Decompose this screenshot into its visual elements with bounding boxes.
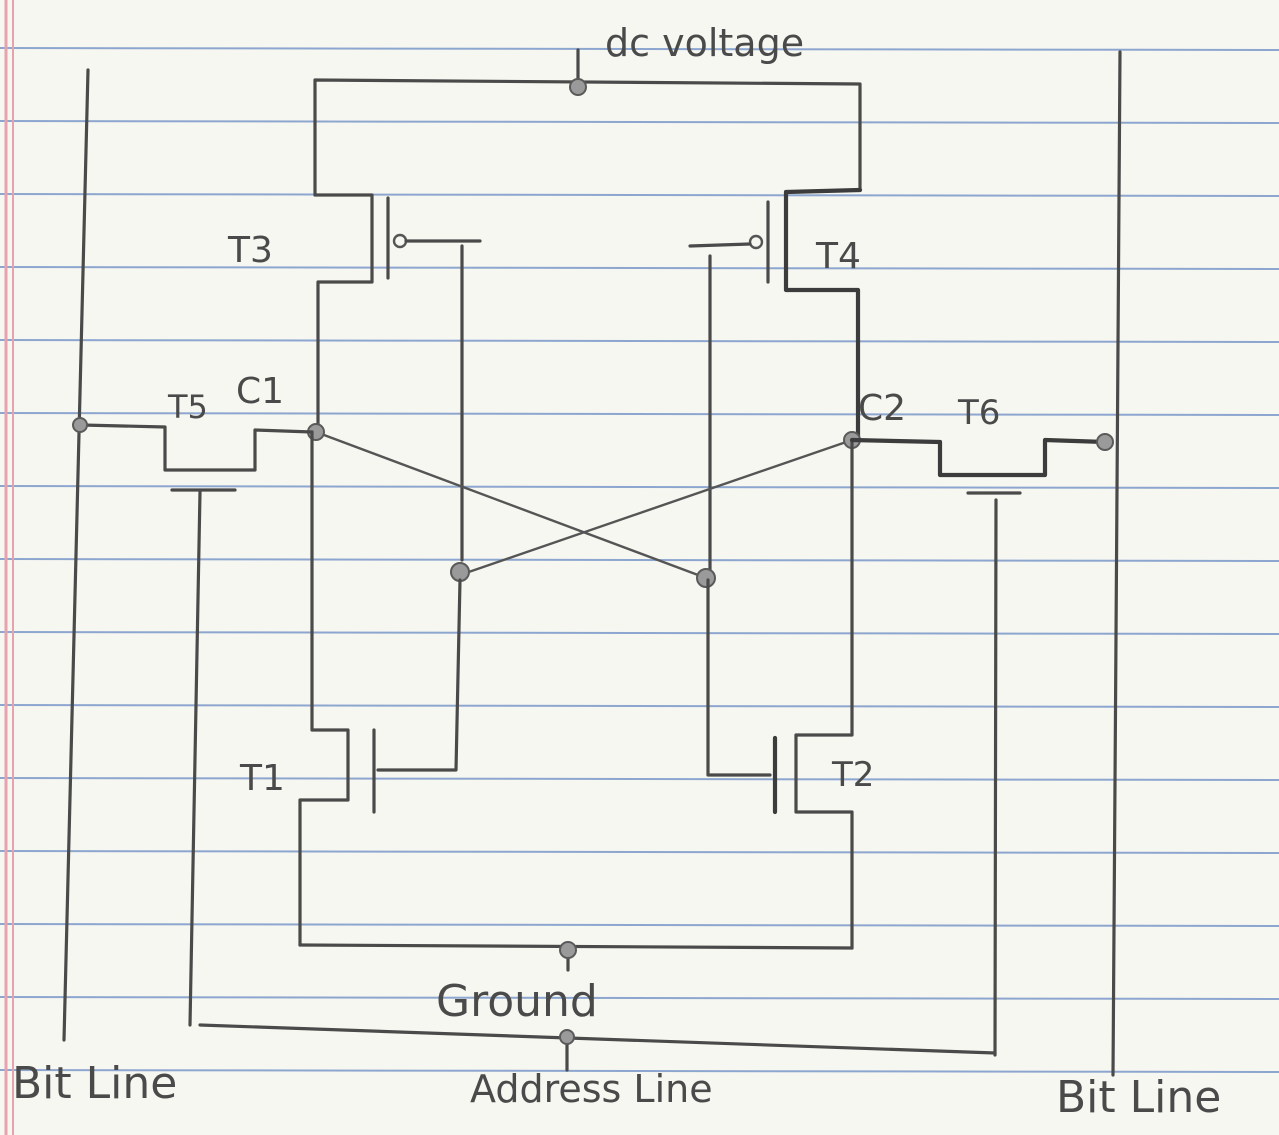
transistor-t2 [706,438,854,950]
cross-wire-c2 [458,438,854,577]
ruled-line [0,850,1279,854]
ground-label: Ground [436,976,598,1027]
dc-voltage-node [569,78,587,96]
ruled-line [0,1069,1279,1073]
ruled-line [0,631,1279,635]
ruled-line [0,266,1279,270]
ruled-line [0,47,1279,51]
node-c1-label: C1 [236,371,284,412]
transistor-t5 [72,417,314,1027]
transistor-t5-label: T5 [167,388,208,426]
transistor-t3 [313,193,482,562]
ruled-line [0,777,1279,781]
transistor-t2-label: T2 [831,755,874,795]
ruled-line [0,193,1279,197]
transistor-t6 [849,433,1114,1057]
cross-wire-c1 [314,430,708,580]
right-bit-line-label: Bit Line [1056,1072,1221,1123]
left-bit-line [62,68,90,1042]
ruled-line [0,558,1279,562]
transistor-t6-label: T6 [957,393,1000,433]
transistor-t4 [688,187,863,577]
node-c2-label: C2 [858,388,906,429]
gate-junction-right [696,568,716,588]
dc-voltage-rail [313,78,862,197]
ruled-lines [0,47,1279,1073]
ground-node [559,941,577,959]
ruled-line [0,412,1279,416]
address-line-node [559,1029,575,1045]
ruled-line [0,996,1279,1000]
address-line-label: Address Line [470,1067,713,1111]
ruled-line [0,485,1279,489]
ruled-line [0,339,1279,343]
transistor-t4-label: T4 [815,236,861,277]
ruled-line [0,923,1279,927]
dc-voltage-label: dc voltage [605,21,804,65]
ruled-line [0,704,1279,708]
transistor-t3-label: T3 [227,230,273,271]
transistor-t1-label: T1 [239,758,285,799]
ruled-line [0,120,1279,124]
address-line [198,1023,997,1055]
right-bit-line [1111,50,1122,1077]
left-bit-line-label: Bit Line [12,1058,177,1109]
transistor-t1 [298,430,462,947]
gate-junction-left [450,562,470,582]
